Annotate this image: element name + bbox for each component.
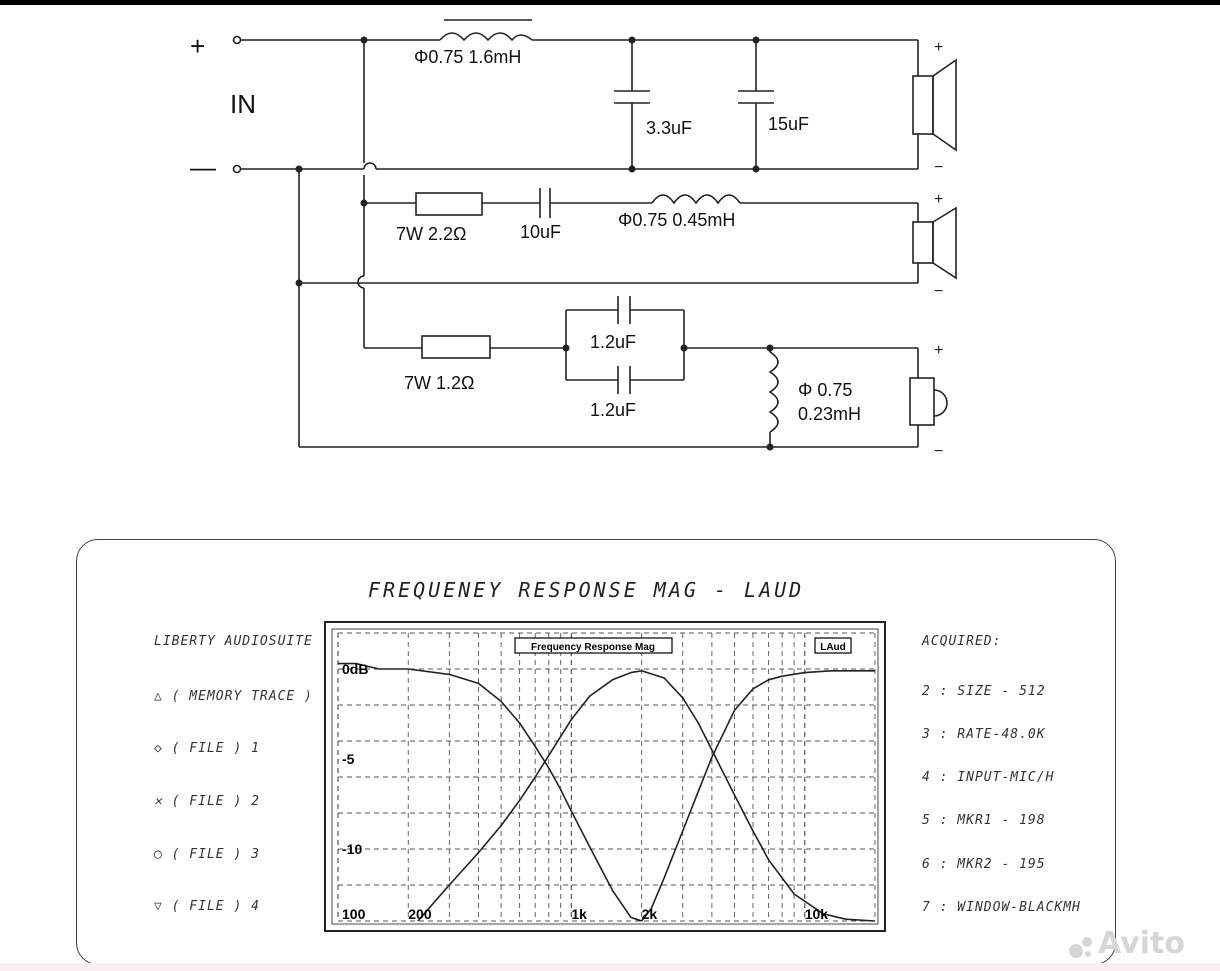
woofer-minus-label: − <box>934 159 943 176</box>
woofer-cap1-label: 3.3uF <box>646 118 692 138</box>
chart-x-tick-label: 10k <box>805 906 829 922</box>
bottom-strip <box>0 963 1220 971</box>
mid-cap-label: 10uF <box>520 222 561 242</box>
chart-outer-frame <box>324 621 886 932</box>
info-acquired-heading: ACQUIRED: <box>922 634 1002 649</box>
positive-crossover-2 <box>357 275 365 289</box>
info-mkr2: 6 : MKR2 - 195 <box>922 857 1046 872</box>
info-size: 2 : SIZE - 512 <box>922 684 1046 699</box>
midrange-speaker-icon <box>912 206 957 280</box>
info-input: 4 : INPUT-MIC/H <box>922 770 1055 785</box>
avito-logo-icon <box>1069 937 1092 958</box>
mid-plus-label: + <box>934 191 943 208</box>
chart-x-tick-label: 100 <box>342 906 366 922</box>
info-window: 7 : WINDOW-BLACKMH <box>922 900 1081 915</box>
tw-resistor-label: 7W 1.2Ω <box>404 373 474 393</box>
tw-inductor <box>768 351 779 433</box>
input-minus-terminal <box>232 164 242 174</box>
tw-cap1-label: 1.2uF <box>590 332 636 352</box>
junction-dots <box>295 36 774 451</box>
input-plus-terminal <box>232 35 242 45</box>
input-label: IN <box>230 89 256 119</box>
chart-title-box: Frequency Response Mag <box>514 637 673 654</box>
menu-memory-trace[interactable]: △ ( MEMORY TRACE ) <box>154 689 313 704</box>
tw-inductor-label-2: 0.23mH <box>798 404 861 424</box>
tw-minus-label: − <box>934 443 943 460</box>
tw-plus-label: + <box>934 342 943 359</box>
watermark: Avito <box>1098 926 1185 961</box>
woofer-inductor-label: Φ0.75 1.6mH <box>414 47 521 67</box>
chart-x-tick-label: 200 <box>408 906 432 922</box>
chart-grid <box>337 632 876 922</box>
chart-y-tick-label: -5 <box>342 751 355 767</box>
chart-x-tick-label: 1k <box>571 906 587 922</box>
mid-resistor <box>415 192 483 216</box>
chart-series-group <box>338 662 876 922</box>
chart-series-line-2 <box>417 670 876 922</box>
menu-file-4[interactable]: ▽ ( FILE ) 4 <box>154 899 260 914</box>
chart-y-tick-label: -10 <box>342 841 362 857</box>
mid-inductor-label: Φ0.75 0.45mH <box>618 210 735 230</box>
woofer-inductor <box>439 32 533 42</box>
tw-inductor-label-1: Φ 0.75 <box>798 380 852 400</box>
tw-cap2-label: 1.2uF <box>590 400 636 420</box>
tweeter-speaker-icon <box>909 377 948 426</box>
chart-tag-box: LAud <box>814 637 852 654</box>
woofer-speaker-icon <box>912 58 957 152</box>
crossover-schematic: + — IN Φ0.75 1.6mH 3.3uF 15uF + − 7W 2.2… <box>190 19 957 460</box>
top-bar <box>0 0 1220 5</box>
chart-tag: LAud <box>820 642 846 653</box>
negative-rail-crossover <box>363 162 377 170</box>
chart-series-line-1 <box>338 662 642 922</box>
menu-file-2[interactable]: ✕ ( FILE ) 2 <box>154 794 260 809</box>
mid-minus-label: − <box>934 283 943 300</box>
chart-title: Frequency Response Mag <box>531 642 655 653</box>
panel-title: FREQUENEY RESPONSE MAG - LAUD <box>368 578 805 602</box>
mid-resistor-label: 7W 2.2Ω <box>396 224 466 244</box>
chart-labels: 100 200 1k 2k 10k 0dB -5 -10 <box>342 661 828 922</box>
input-minus-label: — <box>190 152 216 182</box>
chart-series-line-3 <box>640 670 875 922</box>
chart-x-tick-label: 2k <box>642 906 658 922</box>
chart-y-tick-label: 0dB <box>342 661 368 677</box>
menu-file-1[interactable]: ◇ ( FILE ) 1 <box>154 741 260 756</box>
info-rate: 3 : RATE-48.0K <box>922 727 1046 742</box>
woofer-cap2-label: 15uF <box>768 114 809 134</box>
info-mkr1: 5 : MKR1 - 198 <box>922 813 1046 828</box>
tw-resistor <box>421 335 491 359</box>
input-plus-label: + <box>190 31 205 61</box>
menu-file-3[interactable]: ◯ ( FILE ) 3 <box>154 847 260 862</box>
mid-inductor <box>651 194 741 205</box>
menu-app-name: LIBERTY AUDIOSUITE <box>154 634 313 649</box>
woofer-plus-label: + <box>934 39 943 56</box>
